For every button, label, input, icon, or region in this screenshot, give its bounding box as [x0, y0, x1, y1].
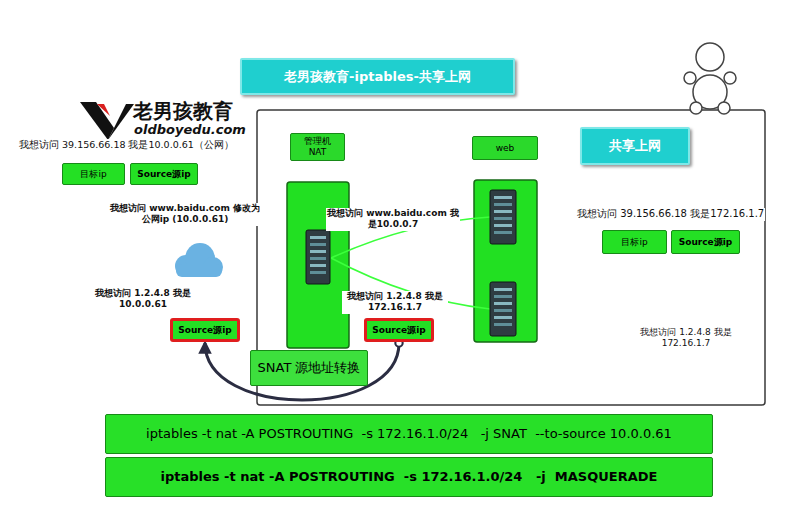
box-text: iptables -t nat -A POSTROUTING -s 172.16… — [146, 426, 672, 442]
server-slot — [494, 210, 512, 213]
server-slot — [310, 257, 326, 260]
server-slot — [494, 231, 512, 234]
logo-mark — [80, 102, 114, 140]
server-slot — [310, 250, 326, 253]
note: 我想访问 39.156.66.18 我是10.0.0.61（公网） — [18, 139, 235, 151]
server-slot — [494, 224, 512, 227]
logo-mark — [97, 104, 110, 116]
box-text: 老男孩教育-iptables-共享上网 — [284, 69, 471, 85]
logo-mark — [108, 104, 134, 140]
note: 我想访问 www.baidu.com 我是10.0.0.7 — [326, 208, 460, 231]
server-slot — [494, 196, 512, 199]
box-text: 目标ip — [80, 169, 106, 180]
box-text: Source源ip — [178, 325, 231, 336]
cloud-icon — [175, 243, 223, 277]
target-ip-box: 目标ip — [62, 163, 125, 185]
box-text: SNAT 源地址转换 — [258, 361, 361, 375]
source-ip-highlight: Source源ip — [364, 318, 434, 342]
command-box: iptables -t nat -A POSTROUTING -s 172.16… — [105, 414, 713, 454]
server-slot — [494, 316, 512, 319]
server-slot — [494, 217, 512, 220]
source-ip-box: Source源ip — [130, 163, 198, 185]
server-slot — [310, 243, 326, 246]
server-slot — [494, 295, 512, 298]
source-ip-box: Source源ip — [671, 230, 740, 254]
box-text: 目标ip — [621, 237, 647, 248]
box-text: 共享上网 — [609, 138, 661, 154]
web-host-panel — [474, 180, 537, 342]
snat-box: SNAT 源地址转换 — [250, 350, 368, 386]
nat-host-label: 管理机 NAT — [290, 133, 345, 161]
box-text: iptables -t nat -A POSTROUTING -s 172.16… — [161, 469, 658, 485]
server-slot — [494, 309, 512, 312]
command-box: iptables -t nat -A POSTROUTING -s 172.16… — [105, 457, 713, 497]
box-text: web — [496, 143, 515, 154]
note: 我想访问 www.baidu.com 修改为 公网ip (10.0.0.61) — [106, 203, 264, 226]
server-slot — [494, 203, 512, 206]
note: 我想访问 1.2.4.8 我是 10.0.0.61 — [90, 288, 196, 311]
title-banner: 老男孩教育-iptables-共享上网 — [240, 58, 515, 95]
box-text: 管理机 NAT — [296, 136, 339, 158]
box-text: Source源ip — [137, 169, 190, 180]
snat-arrow — [205, 343, 399, 400]
nat-host-panel — [287, 182, 349, 348]
note: 我想访问 1.2.4.8 我是 172.16.1.7 — [628, 327, 744, 350]
person-icon — [684, 43, 736, 114]
logo-text: 老男孩教育 — [132, 99, 234, 124]
server-slot — [494, 302, 512, 305]
web-host-label: web — [472, 136, 538, 160]
server-slot — [310, 271, 326, 274]
server-icons — [306, 190, 516, 336]
note: 我想访问 1.2.4.8 我是 172.16.1.7 — [342, 291, 448, 314]
server-slot — [310, 264, 326, 267]
box-text: Source源ip — [679, 237, 732, 248]
target-ip-box: 目标ip — [602, 230, 667, 254]
server-slot — [494, 323, 512, 326]
logo-url: oldboyedu.com — [133, 122, 247, 138]
note: 我想访问 39.156.66.18 我是172.16.1.7 — [576, 208, 765, 221]
server-icon — [306, 230, 330, 284]
server-slot — [310, 236, 326, 239]
server-slot — [494, 288, 512, 291]
source-ip-highlight: Source源ip — [170, 318, 240, 342]
section-banner: 共享上网 — [580, 127, 690, 165]
network-frame — [257, 110, 765, 405]
box-text: Source源ip — [372, 325, 425, 336]
server-icon — [490, 282, 516, 336]
server-icon — [490, 190, 516, 244]
